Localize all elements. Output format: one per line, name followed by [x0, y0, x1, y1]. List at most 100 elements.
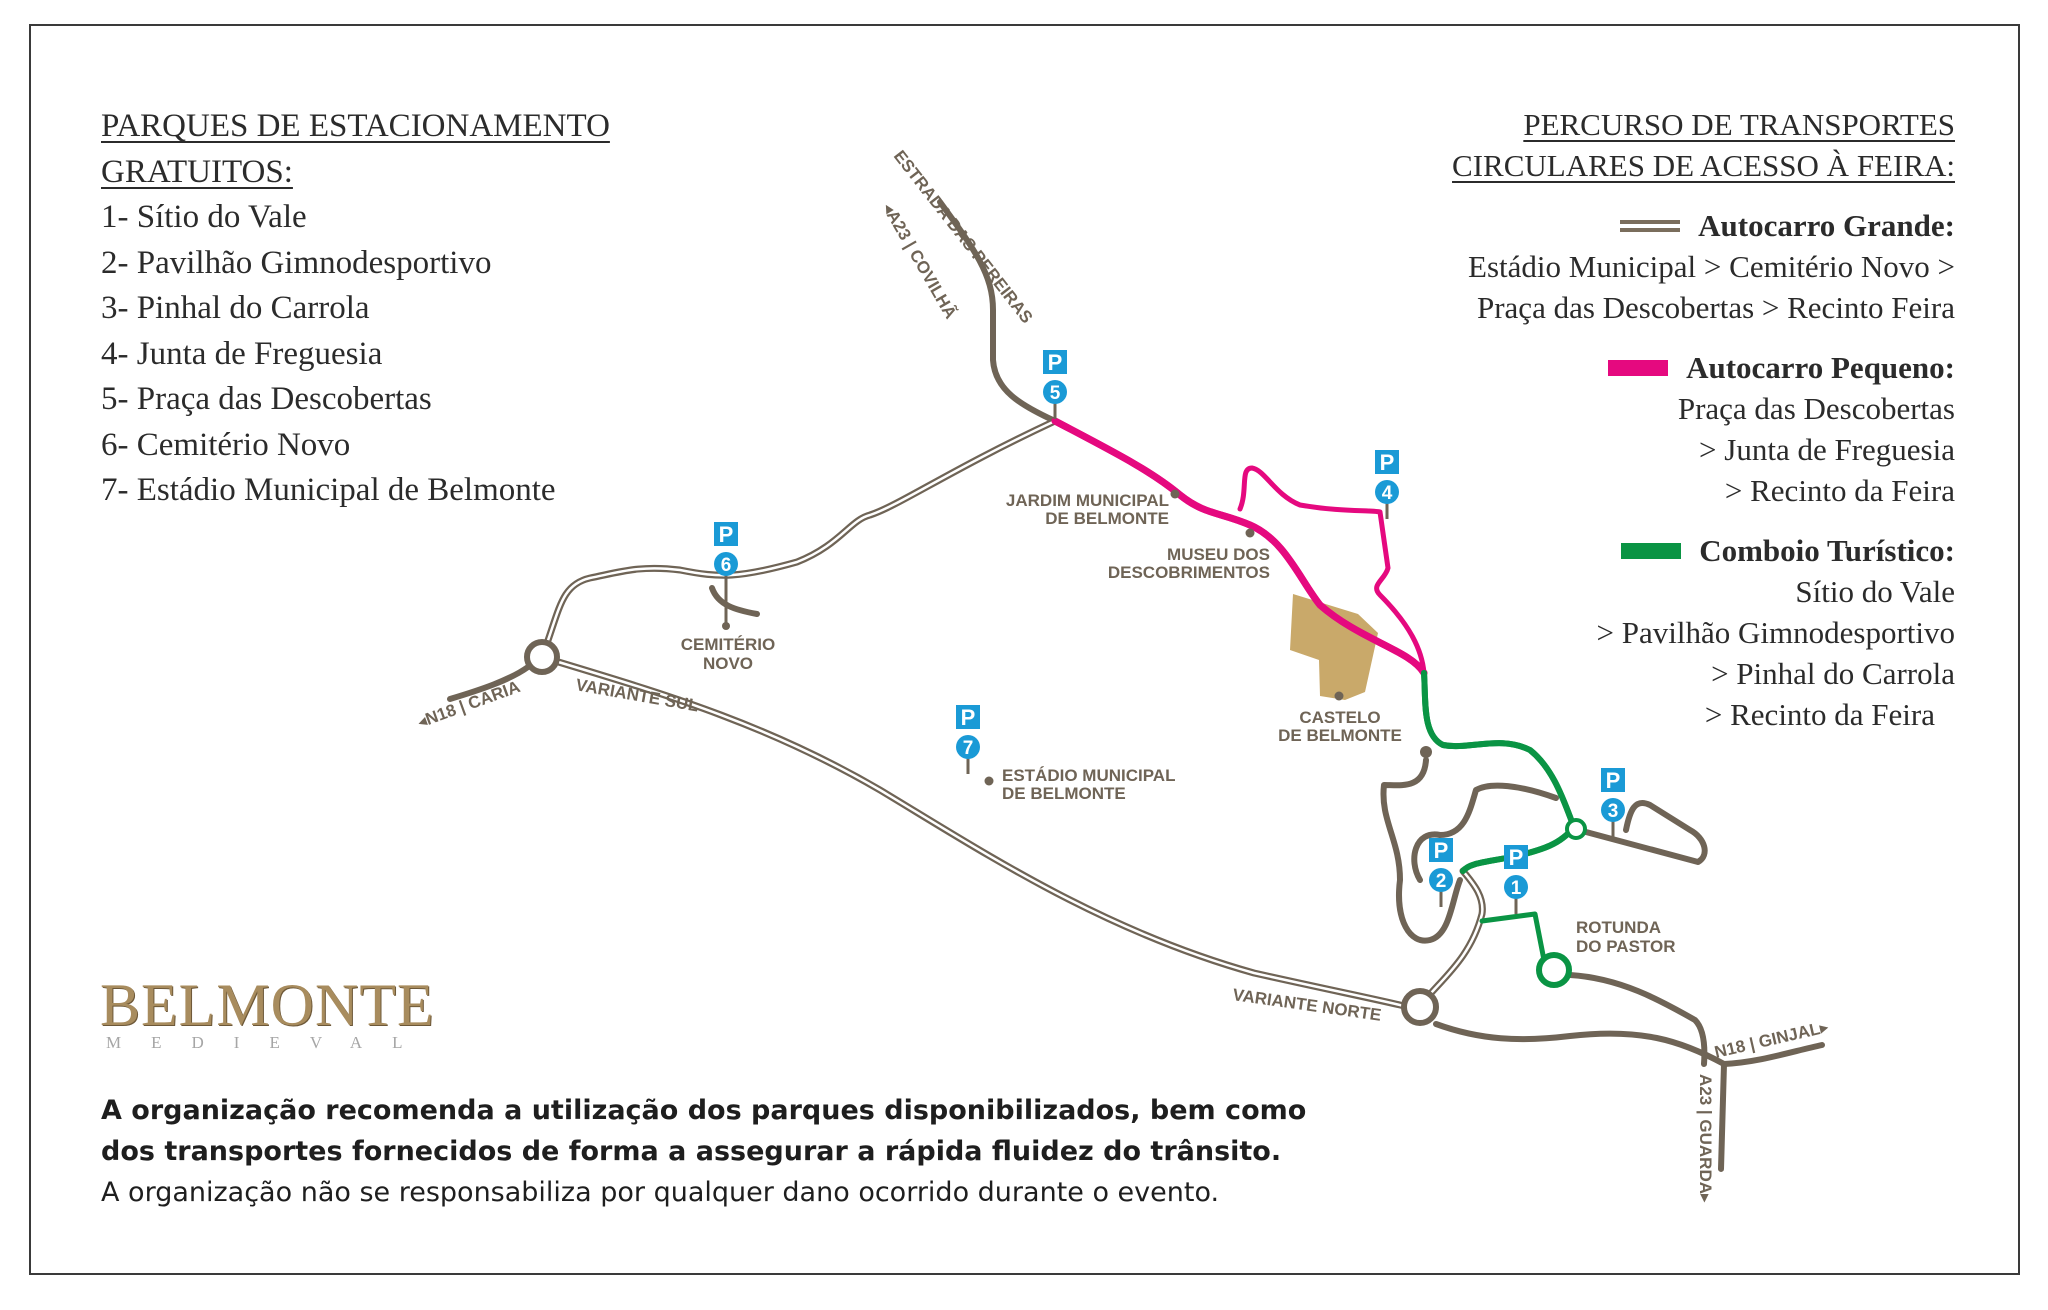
legend-swatch-green: [1621, 542, 1682, 559]
parking-number-badge: [1504, 875, 1528, 899]
notice-line-2: dos transportes fornecidos de forma a as…: [101, 1136, 1282, 1167]
label-cemiterio-1: CEMITÉRIO: [681, 635, 775, 654]
legend-swatch-pink: [1608, 359, 1669, 376]
road-p2-loop: [1380, 757, 1463, 944]
belmonte-medieval-logo: BELMONTE MEDIEVAL: [100, 975, 440, 1053]
parking-item: 2- Pavilhão Gimnodesportivo: [101, 244, 492, 281]
parking-item: 1- Sítio do Vale: [101, 199, 307, 235]
label-jardim-2: DE BELMONTE: [1045, 509, 1169, 528]
parking-sign-letter: P: [1048, 350, 1063, 375]
transport-title-1: PERCURSO DE TRANSPORTES: [1523, 107, 1955, 142]
parking-list: PARQUES DE ESTACIONAMENTO GRATUITOS: 1- …: [101, 104, 610, 514]
parking-marker-3[interactable]: P3: [1601, 768, 1625, 837]
road-cemiterio: [709, 585, 760, 617]
roundabout-green-small: [1565, 818, 1587, 840]
label-a23-guarda: A23 | GUARDA▸: [1696, 1074, 1715, 1203]
road-a23-covilha: [937, 199, 1058, 424]
parking-sign-letter: P: [961, 705, 976, 730]
parking-number: 2: [1436, 871, 1447, 892]
road-p2-inner: [1411, 782, 1559, 883]
logo-sub: MEDIEVAL: [106, 1033, 433, 1052]
route-stops: > Pinhal do Carrola: [1711, 656, 1955, 691]
roundabout-west: [524, 639, 560, 675]
label-museu-2: DESCOBRIMENTOS: [1108, 563, 1270, 582]
road-n18-caria: [447, 664, 531, 702]
road-east-main: [1433, 1021, 1727, 1067]
parking-sign-icon: [714, 522, 738, 546]
parking-number-badge: [1043, 380, 1067, 404]
parking-item: 5- Praça das Descobertas: [101, 381, 432, 417]
parking-sign-letter: P: [719, 522, 734, 547]
parking-number-badge: [956, 735, 980, 759]
route-name-pequeno: Autocarro Pequeno:: [1686, 350, 1955, 385]
route-stops: > Junta de Freguesia: [1699, 432, 1955, 467]
parking-number-badge: [1429, 868, 1453, 892]
parking-sign-icon: [1375, 450, 1399, 474]
parking-sign-icon: [1043, 350, 1067, 374]
parking-sign-letter: P: [1380, 450, 1395, 475]
notice-line-3: A organização não se responsabiliza por …: [101, 1177, 1220, 1208]
parking-number-badge: [1375, 480, 1399, 504]
parking-number: 3: [1608, 801, 1619, 822]
roundabout-variante-norte: [1401, 988, 1439, 1026]
road-a23-guarda: [1718, 1061, 1727, 1172]
parking-sign-letter: P: [1606, 768, 1621, 793]
road-p3-loop: [1583, 800, 1708, 865]
dot-estadio: [984, 776, 994, 786]
parking-number-badge: [714, 552, 738, 576]
parking-item: 6- Cemitério Novo: [101, 426, 351, 463]
parking-marker-2[interactable]: P2: [1429, 838, 1453, 907]
label-cemiterio-2: NOVO: [703, 654, 753, 673]
parking-marker-4[interactable]: P4: [1375, 450, 1399, 519]
label-museu-1: MUSEU DOS: [1167, 545, 1270, 564]
route-stops: Estádio Municipal > Cemitério Novo >: [1468, 249, 1955, 284]
map-frame: [29, 24, 2020, 1275]
route-stops: Praça das Descobertas > Recinto Feira: [1476, 290, 1955, 325]
parking-item: 3- Pinhal do Carrola: [101, 290, 370, 326]
transport-legend: PERCURSO DE TRANSPORTES CIRCULARES DE AC…: [1452, 104, 1955, 735]
parking-item: 7- Estádio Municipal de Belmonte: [101, 472, 556, 508]
label-estadio-2: DE BELMONTE: [1002, 784, 1126, 803]
label-variante-norte: VARIANTE NORTE: [1231, 985, 1382, 1025]
label-castelo-2: DE BELMONTE: [1278, 726, 1402, 745]
dot-cemiterio: [722, 622, 730, 630]
dot-museu: [1245, 528, 1255, 538]
parking-number: 6: [721, 555, 732, 576]
notice-line-1: A organização recomenda a utilização dos…: [101, 1095, 1307, 1126]
parking-marker-5[interactable]: P5: [1043, 350, 1067, 419]
route-stops: Praça das Descobertas: [1677, 391, 1955, 426]
castle-area: [1290, 594, 1378, 700]
parking-number-badge: [1601, 798, 1625, 822]
parking-sign-icon: [1429, 838, 1453, 862]
notice: A organização recomenda a utilização dos…: [101, 1090, 1306, 1213]
route-autocarro-pequeno: [1051, 417, 1428, 677]
parking-marker-1[interactable]: P1: [1504, 845, 1528, 914]
parking-marker-7[interactable]: P7: [956, 705, 980, 774]
parking-item: 4- Junta de Freguesia: [101, 335, 383, 372]
label-n18-caria: ◂N18 | CARIA: [415, 677, 523, 732]
parking-number: 4: [1382, 483, 1393, 504]
route-name-grande: Autocarro Grande:: [1698, 208, 1955, 243]
parking-sign-letter: P: [1434, 838, 1449, 863]
parking-marker-6[interactable]: P6: [714, 522, 738, 591]
road-n18-ginjal: [1721, 1042, 1825, 1067]
parking-sign-icon: [1601, 768, 1625, 792]
label-estadio-1: ESTÁDIO MUNICIPAL: [1002, 766, 1175, 785]
route-stops: > Pavilhão Gimnodesportivo: [1596, 615, 1955, 650]
dot-jardim: [1170, 489, 1180, 499]
dot-castelo: [1334, 691, 1344, 701]
label-variante-sul: VARIANTE SUL: [574, 675, 700, 715]
parking-title-2: GRATUITOS:: [101, 153, 293, 190]
junction-dot: [1420, 746, 1432, 758]
logo-main: BELMONTE: [100, 972, 435, 1038]
transport-title-2: CIRCULARES DE ACESSO À FEIRA:: [1452, 148, 1955, 183]
parking-sign-icon: [956, 705, 980, 729]
parking-sign-icon: [1504, 845, 1528, 869]
label-jardim-1: JARDIM MUNICIPAL: [1006, 491, 1169, 510]
label-rotunda-2: DO PASTOR: [1576, 937, 1676, 956]
roads-solid: [447, 199, 1825, 1172]
legend-swatch-brown: [1620, 219, 1681, 232]
route-stops: > Recinto da Feira: [1704, 697, 1935, 732]
parking-number: 5: [1050, 383, 1061, 404]
